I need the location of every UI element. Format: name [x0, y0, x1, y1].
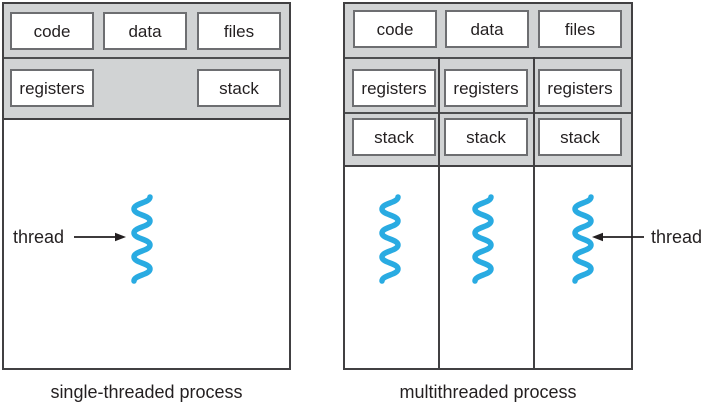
- box-label: stack: [374, 127, 414, 147]
- single-threaded-process-box: code data files registers stack: [2, 2, 291, 370]
- stack-box: stack: [352, 118, 436, 156]
- box-label: stack: [219, 78, 259, 98]
- caption-multithreaded: multithreaded process: [399, 382, 577, 402]
- arrow-left-icon: [592, 232, 644, 242]
- box-label: files: [223, 21, 255, 41]
- box-label: files: [564, 19, 596, 39]
- data-box: data: [445, 10, 529, 48]
- thread-icon: [472, 194, 494, 284]
- multithreaded-process-box: code data files registers stack register…: [343, 2, 633, 370]
- caption-single-threaded: single-threaded process: [50, 382, 243, 402]
- box-label: registers: [19, 78, 85, 98]
- thread-label: thread: [651, 227, 703, 247]
- box-label: stack: [560, 127, 600, 147]
- registers-box: registers: [352, 69, 436, 107]
- code-box: code: [353, 10, 437, 48]
- thread-label: thread: [13, 227, 65, 247]
- registers-box: registers: [444, 69, 528, 107]
- stack-box: stack: [444, 118, 528, 156]
- stack-box: stack: [197, 69, 281, 107]
- data-box: data: [103, 12, 187, 50]
- box-label: registers: [361, 78, 427, 98]
- box-label: data: [128, 21, 162, 41]
- code-box: code: [10, 12, 94, 50]
- thread-icon: [572, 194, 594, 284]
- files-box: files: [197, 12, 281, 50]
- box-label: registers: [547, 78, 613, 98]
- box-label: code: [33, 21, 71, 41]
- column-divider: [533, 57, 535, 368]
- box-label: data: [470, 19, 504, 39]
- thread-icon: [379, 194, 401, 284]
- box-label: registers: [453, 78, 519, 98]
- thread-icon: [131, 194, 153, 284]
- stack-box: stack: [538, 118, 622, 156]
- registers-box: registers: [10, 69, 94, 107]
- row-divider: [345, 112, 631, 114]
- arrow-right-icon: [74, 232, 126, 242]
- registers-box: registers: [538, 69, 622, 107]
- row-divider: [4, 57, 289, 59]
- box-label: stack: [466, 127, 506, 147]
- column-divider: [438, 57, 440, 368]
- files-box: files: [538, 10, 622, 48]
- box-label: code: [376, 19, 414, 39]
- row-divider: [345, 57, 631, 59]
